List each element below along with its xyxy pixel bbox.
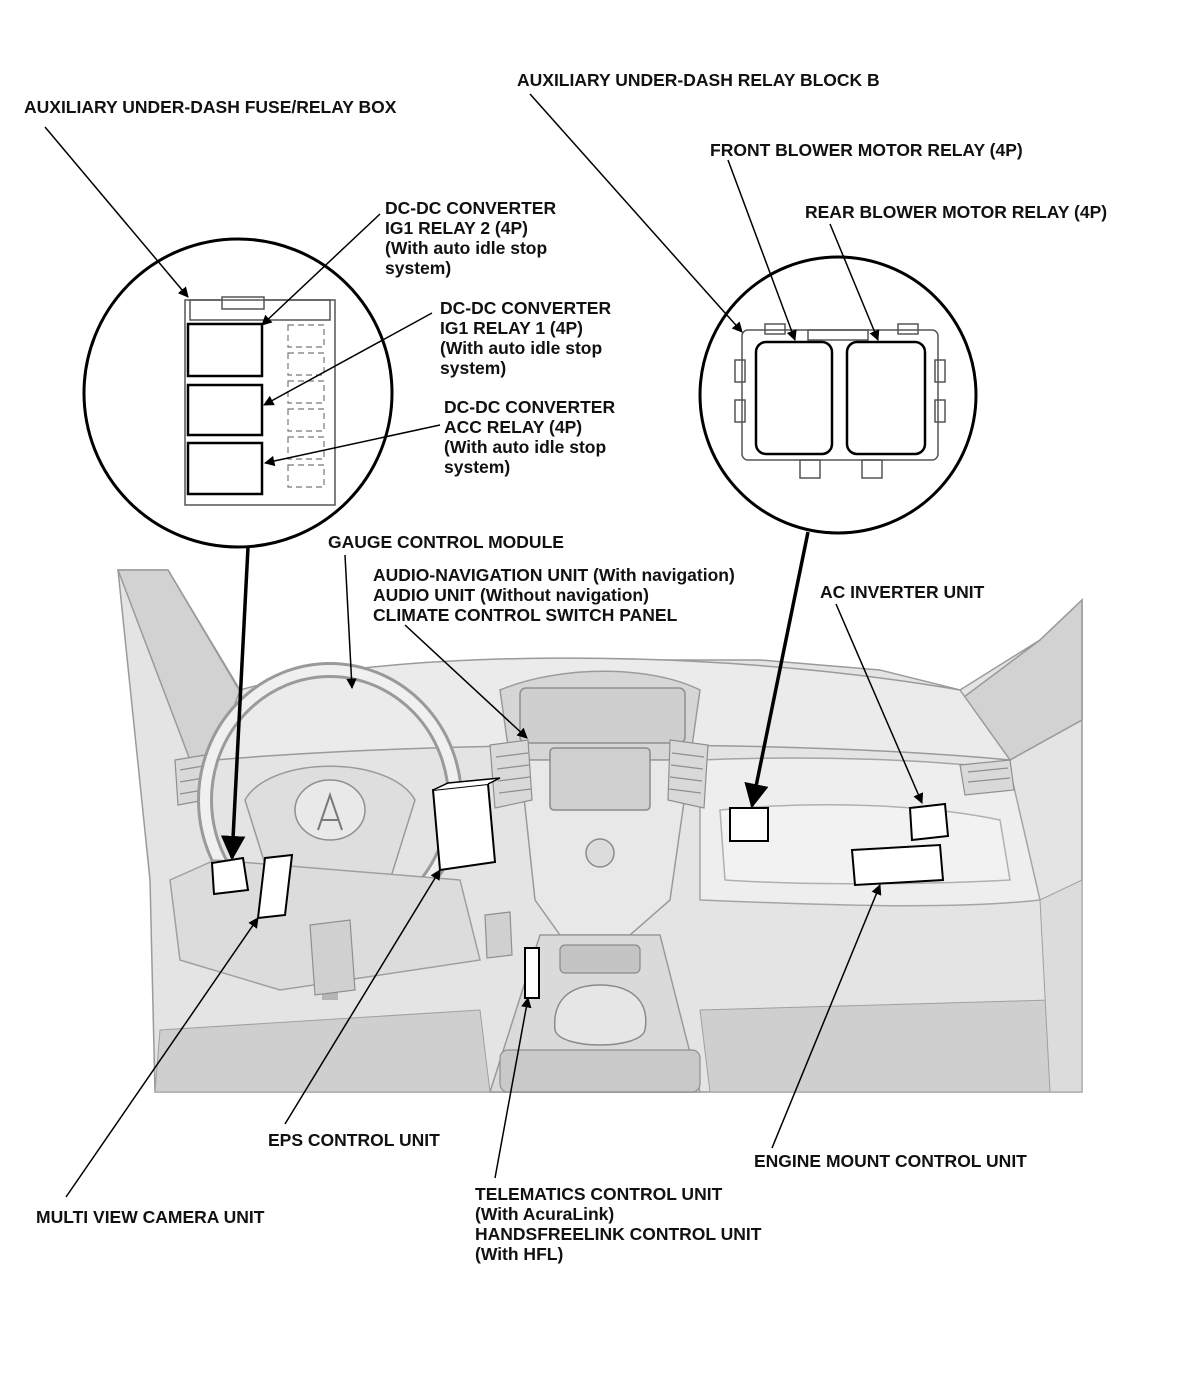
label-line: (With auto idle stop [385, 238, 548, 258]
leader-eps-control [284, 869, 441, 1125]
label-telematics-handsfreelink: TELEMATICS CONTROL UNIT (With AcuraLink)… [475, 1184, 761, 1264]
component-relay-block-b-location [729, 807, 769, 842]
inset-connectors [220, 531, 810, 861]
relay-slot-dcdc-acc [186, 441, 264, 496]
fuse-box-body [184, 296, 336, 506]
floor-left [154, 1009, 491, 1093]
label-line: (With auto idle stop [440, 338, 603, 358]
leader-engine-mount [771, 884, 882, 1149]
connector-relay-block-to-dash [744, 531, 810, 809]
relay-block-b-inset [698, 255, 978, 535]
pedals [309, 911, 513, 996]
component-aux-fuse-box-location [210, 856, 250, 896]
center-touchscreen [549, 747, 651, 811]
label-line: AUDIO UNIT (Without navigation) [373, 585, 649, 605]
label-line: ACC RELAY (4P) [444, 417, 583, 437]
label-line: (With AcuraLink) [475, 1204, 615, 1224]
connector-fuse-box-to-dash [220, 546, 250, 861]
right-door-edge [1039, 879, 1083, 1093]
label-eps-control-unit: EPS CONTROL UNIT [268, 1130, 440, 1150]
rear-blower-relay [845, 340, 927, 456]
label-ac-inverter-unit: AC INVERTER UNIT [820, 582, 985, 602]
leader-gauge-module [344, 554, 357, 690]
label-aux-relay-block-b: AUXILIARY UNDER-DASH RELAY BLOCK B [517, 70, 880, 90]
label-line: system) [385, 258, 452, 278]
center-left-vent [489, 739, 533, 809]
leader-telematics [494, 996, 532, 1179]
leader-aux-relay-block-b [529, 93, 743, 333]
component-multi-view-camera [256, 853, 294, 920]
label-line: system) [440, 358, 507, 378]
label-line: IG1 RELAY 1 (4P) [440, 318, 583, 338]
label-dcdc-ig1-relay1: DC-DC CONVERTER IG1 RELAY 1 (4P) (With a… [440, 298, 611, 378]
label-line: CLIMATE CONTROL SWITCH PANEL [373, 605, 678, 625]
leader-ac-inverter [835, 603, 924, 804]
fuse-relay-box-inset [82, 237, 394, 549]
leader-dcdc-relay2 [261, 213, 381, 326]
floor-right [699, 999, 1061, 1093]
label-line: AUDIO-NAVIGATION UNIT (With navigation) [373, 565, 735, 585]
center-right-vent [667, 739, 709, 809]
console-tray [559, 944, 641, 974]
leader-aux-fuse-box [44, 126, 189, 298]
label-gauge-control-module: GAUGE CONTROL MODULE [328, 532, 564, 552]
relay-block-body [734, 323, 946, 479]
label-dcdc-acc-relay: DC-DC CONVERTER ACC RELAY (4P) (With aut… [444, 397, 615, 477]
leader-dcdc-relay1 [263, 312, 433, 406]
label-engine-mount-control-unit: ENGINE MOUNT CONTROL UNIT [754, 1151, 1027, 1171]
component-engine-mount-control [850, 843, 945, 887]
label-line: system) [444, 457, 511, 477]
center-knob [585, 838, 615, 868]
relay-slot-dcdc-relay1 [186, 383, 264, 437]
label-line: (With auto idle stop [444, 437, 607, 457]
upper-display [519, 687, 686, 744]
leader-dcdc-acc [263, 424, 441, 467]
label-dcdc-ig1-relay2: DC-DC CONVERTER IG1 RELAY 2 (4P) (With a… [385, 198, 556, 278]
component-eps-control-unit [431, 777, 501, 872]
label-front-blower-motor-relay: FRONT BLOWER MOTOR RELAY (4P) [710, 140, 1023, 160]
component-telematics-unit [524, 947, 540, 999]
label-multi-view-camera-unit: MULTI VIEW CAMERA UNIT [36, 1207, 265, 1227]
label-line: HANDSFREELINK CONTROL UNIT [475, 1224, 762, 1244]
label-line: DC-DC CONVERTER [444, 397, 616, 417]
shifter [553, 984, 647, 1046]
front-blower-relay [754, 340, 834, 456]
leader-lines [44, 93, 924, 1198]
leader-front-blower [727, 159, 797, 341]
label-line: IG1 RELAY 2 (4P) [385, 218, 528, 238]
console-armrest [499, 1049, 701, 1093]
label-rear-blower-motor-relay: REAR BLOWER MOTOR RELAY (4P) [805, 202, 1108, 222]
label-audio-climate-units: AUDIO-NAVIGATION UNIT (With navigation) … [373, 565, 735, 625]
relay-slot-dcdc-relay2 [186, 322, 264, 378]
label-line: (With HFL) [475, 1244, 564, 1264]
label-line: TELEMATICS CONTROL UNIT [475, 1184, 723, 1204]
right-outer-vent [959, 759, 1015, 796]
leader-rear-blower [829, 223, 880, 341]
component-ac-inverter [908, 802, 950, 842]
label-aux-fuse-relay-box: AUXILIARY UNDER-DASH FUSE/RELAY BOX [24, 97, 397, 117]
leader-multi-view-camera [65, 917, 259, 1198]
label-line: DC-DC CONVERTER [385, 198, 557, 218]
label-line: DC-DC CONVERTER [440, 298, 612, 318]
leader-audio-units [404, 624, 528, 739]
